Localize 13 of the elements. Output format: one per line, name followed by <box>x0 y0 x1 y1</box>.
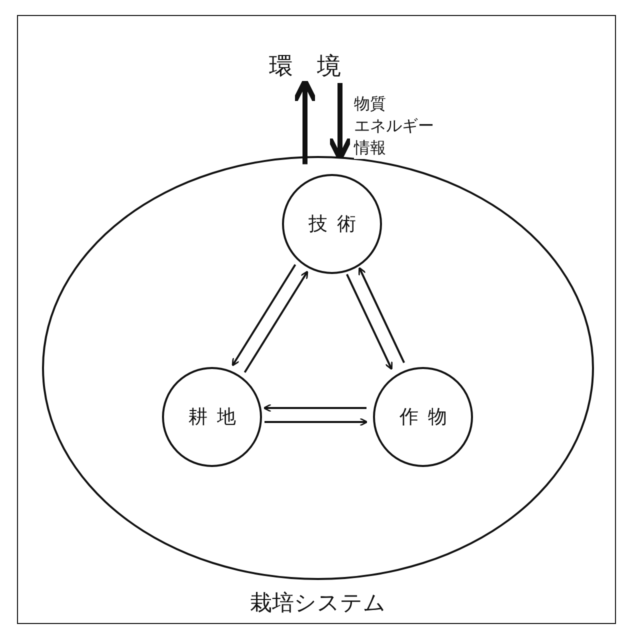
arrow <box>232 264 296 366</box>
component-circle: 技術 <box>282 174 382 274</box>
component-circle: 作物 <box>373 367 473 467</box>
arrow <box>264 418 368 426</box>
arrow <box>244 270 308 373</box>
edge-label: 物質エネルギー情報 <box>354 93 434 159</box>
environment-label: 環境 <box>245 51 355 81</box>
component-circle: 耕地 <box>162 367 262 467</box>
arrow <box>263 404 366 412</box>
arrow <box>346 274 393 370</box>
arrow <box>292 78 318 164</box>
arrow <box>358 266 405 364</box>
system-title: 栽培システム <box>250 590 386 618</box>
